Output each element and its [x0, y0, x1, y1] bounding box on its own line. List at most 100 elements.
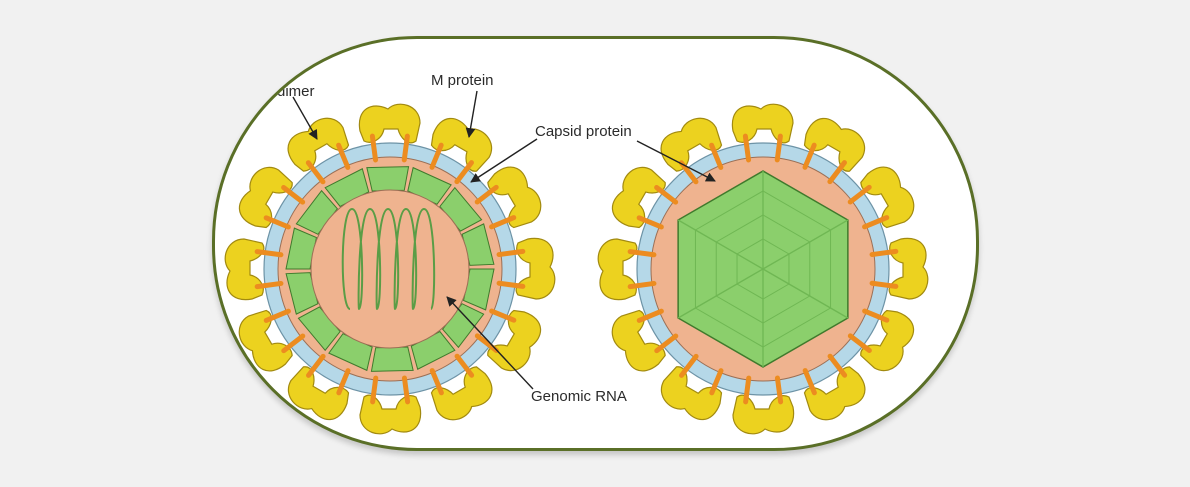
envelope-protein-shape — [860, 309, 915, 372]
m-protein-icon — [627, 280, 657, 290]
m-protein-icon — [743, 375, 752, 405]
capsid-protein-segment — [461, 223, 495, 266]
m-protein-icon — [827, 160, 847, 185]
m-protein-icon — [709, 368, 724, 396]
virion-diagram: dimer M protein Capsid protein Genomic R… — [224, 72, 929, 435]
dimer-protein-icon — [359, 394, 422, 435]
capsid-facet-ring — [694, 190, 832, 348]
m-protein-icon — [454, 353, 475, 378]
capsid-protein-segment — [462, 268, 495, 311]
capsid-protein-segment — [370, 346, 414, 372]
m-protein-icon — [305, 160, 326, 185]
envelope-protein-shape — [487, 166, 542, 229]
m-protein-icon — [489, 215, 517, 230]
capsid-protein-leader-left — [470, 138, 538, 183]
capsid-facet-ring — [736, 238, 790, 300]
dimer-protein-icon — [430, 117, 493, 172]
m-protein-icon — [847, 184, 872, 205]
genomic-rna-label: Genomic RNA — [531, 388, 627, 405]
m-protein-icon — [847, 333, 872, 353]
dimer-protein-icon — [238, 166, 293, 229]
dimer-protein-icon — [732, 394, 795, 435]
capsid-protein-segment — [439, 186, 483, 232]
dimer-protein-icon — [358, 103, 421, 144]
envelope-protein-shape — [803, 366, 866, 421]
m-protein-icon — [869, 248, 899, 258]
dimer-protein-icon — [660, 366, 723, 421]
dimer-protein-icon — [860, 166, 915, 229]
capsid-protein-segment — [285, 227, 318, 270]
m-protein-icon — [429, 368, 444, 396]
dimer-protein-icon — [287, 117, 350, 172]
dimer-protein-icon — [287, 366, 350, 421]
envelope-protein-shape — [888, 237, 929, 300]
envelope-protein-shape — [860, 166, 915, 229]
m-protein-icon — [636, 215, 664, 230]
capsid-facet-line — [677, 268, 764, 319]
envelope-protein-shape — [287, 117, 350, 172]
m-protein-icon — [474, 333, 499, 353]
m-protein-icon — [709, 142, 724, 170]
m-protein-icon — [627, 249, 657, 258]
envelope-protein-shape — [660, 117, 723, 172]
m-protein-icon — [281, 333, 306, 354]
capsid-facet-line — [677, 219, 764, 270]
dimer-protein-icon — [597, 238, 638, 301]
envelope-protein-shape — [224, 238, 265, 301]
m-protein-icon — [654, 333, 679, 354]
m-protein-icon — [774, 133, 783, 163]
m-protein-leader — [465, 90, 478, 138]
capsid-protein-segment — [441, 303, 485, 349]
envelope-protein-shape — [430, 117, 493, 172]
dimer-protein-icon — [487, 166, 542, 229]
capsid-protein-label: Capsid protein — [535, 123, 632, 140]
capsid-protein-segment — [297, 306, 341, 352]
envelope-protein-shape — [597, 238, 638, 301]
m-protein-icon — [774, 375, 784, 405]
m-protein-icon — [679, 353, 699, 378]
m-protein-icon — [369, 133, 379, 163]
m-protein-icon — [654, 185, 679, 205]
capsid-protein-segment — [366, 166, 410, 192]
m-protein-icon — [636, 308, 664, 323]
envelope-protein-shape — [803, 117, 866, 172]
capsid-protein-segment — [285, 272, 319, 315]
m-protein-icon — [263, 215, 291, 230]
m-protein-icon — [474, 184, 499, 205]
envelope-protein-shape — [611, 166, 666, 229]
envelope-protein-shape — [359, 394, 422, 435]
m-protein-icon — [827, 353, 848, 378]
dimer-protein-icon — [803, 117, 866, 172]
dimer-protein-icon — [238, 309, 293, 372]
m-protein-icon — [401, 133, 410, 163]
envelope-protein-shape — [430, 366, 493, 421]
virion-surface-view — [597, 103, 929, 435]
envelope-protein-shape — [731, 103, 794, 144]
rna-coil-icon — [341, 207, 436, 311]
m-protein-icon — [496, 280, 526, 289]
dimer-protein-icon — [611, 166, 666, 229]
rounded-figure-frame: dimer M protein Capsid protein Genomic R… — [212, 36, 979, 451]
genomic-rna-leader — [446, 296, 534, 390]
envelope-protein-shape — [238, 166, 293, 229]
m-protein-icon — [862, 215, 890, 230]
m-protein-icon — [336, 368, 351, 396]
envelope-protein-shape — [238, 309, 293, 372]
envelope-protein-shape — [287, 366, 350, 421]
m-protein-icon — [489, 308, 517, 323]
dimer-protein-icon — [731, 103, 794, 144]
m-protein-icon — [862, 308, 890, 323]
m-protein-icon — [678, 160, 699, 185]
dimer-protein-icon — [611, 309, 666, 372]
m-protein-label: M protein — [431, 72, 494, 89]
m-protein-icon — [336, 142, 351, 170]
envelope-protein-shape — [515, 237, 556, 300]
label-leader-lines — [292, 90, 716, 390]
m-protein-icon — [496, 248, 526, 258]
virion-cross-section — [224, 103, 556, 435]
m-protein-icon — [306, 353, 326, 378]
m-protein-icon — [802, 142, 817, 170]
capsid-facet-line — [762, 219, 849, 270]
m-protein-icon — [429, 142, 444, 170]
